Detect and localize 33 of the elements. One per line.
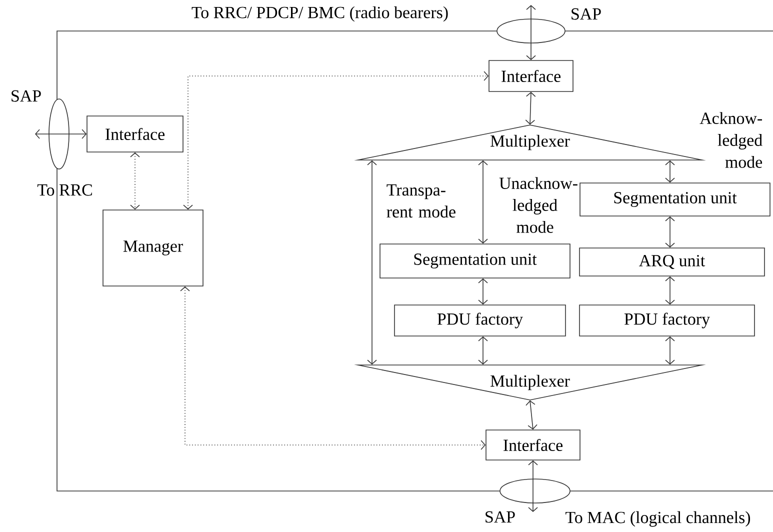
- mode-label: Transpa- rent mode: [386, 184, 456, 218]
- interface-label: SAP: [572, 8, 601, 20]
- arrow: [130, 152, 140, 210]
- process-box: Interface: [486, 430, 580, 460]
- arrow: [183, 71, 489, 210]
- interface-label: To MAC (logical channels): [566, 511, 750, 527]
- arrow: [526, 400, 538, 430]
- arrow: [526, 5, 536, 60]
- arrow: [367, 160, 377, 365]
- process-box: ARQ unit: [579, 248, 765, 276]
- process-box: PDU factory: [394, 304, 566, 336]
- process-box: Interface: [488, 60, 574, 92]
- arrow: [478, 336, 488, 365]
- process-box: Manager: [102, 210, 204, 286]
- arrow: [665, 160, 675, 183]
- interface-label: SAP: [486, 511, 515, 523]
- arrow: [528, 460, 538, 512]
- arrow: [180, 286, 486, 450]
- arrow: [35, 129, 87, 139]
- process-box: Segmentation unit: [380, 244, 570, 278]
- arrow: [665, 216, 675, 248]
- mode-label: Unacknow- ledged mode: [499, 177, 578, 233]
- arrow: [665, 276, 675, 305]
- arrow: [665, 336, 675, 365]
- process-box: Segmentation unit: [580, 182, 770, 216]
- process-box: Interface: [86, 116, 184, 152]
- interface-label: To RRC/ PDCP/ BMC (radio bearers): [192, 6, 448, 22]
- process-box: PDU factory: [579, 304, 755, 336]
- arrow: [478, 160, 488, 244]
- arrow: [478, 278, 488, 305]
- interface-label: To RRC: [37, 184, 92, 196]
- interface-label: SAP: [12, 90, 41, 102]
- arrow: [525, 92, 536, 125]
